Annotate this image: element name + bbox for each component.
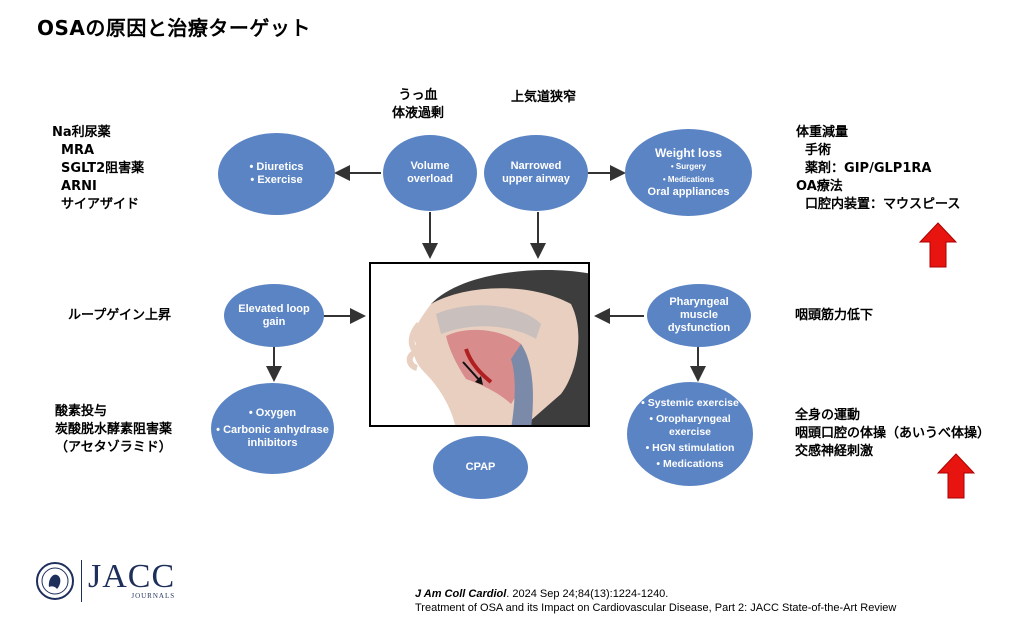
head-profile-image <box>406 269 588 425</box>
page-title: OSAの原因と治療ターゲット <box>37 16 311 40</box>
oxygen-label-block: 酸素投与 炭酸脱水酵素阻害薬 （アセタゾラミド） <box>55 404 173 455</box>
logo-sub: JOURNALS <box>131 592 176 600</box>
weight-label-block: 体重減量 手術 薬剤：GIP/GLP1RA OA療法 口腔内装置：マウスピース <box>796 125 961 212</box>
weight-loss-medications: • Medications <box>662 174 715 184</box>
pharyngeal-label: 咽頭筋力低下 <box>795 308 874 323</box>
oval-item-hgn: • HGN stimulation <box>645 442 735 454</box>
volume-label: うっ血 体液過剰 <box>392 88 445 121</box>
weight-loss-title: Weight loss <box>654 145 723 160</box>
oval-weight-loss: Weight loss • Surgery • Medications Oral… <box>625 129 752 216</box>
oval-elevated-loop-gain: Elevated loop gain <box>224 284 324 347</box>
diuretics-label-block: Na利尿薬 MRA SGLT2阻害薬 ARNI サイアザイド <box>52 125 145 212</box>
oval-systemic-exercise: • Systemic exercise • Oropharyngeal exer… <box>627 382 753 486</box>
citation: J Am Coll Cardiol. 2024 Sep 24;84(13):12… <box>415 587 896 615</box>
loop-gain-label: ループゲイン上昇 <box>68 308 171 323</box>
exercise-label-block: 全身の運動 咽頭口腔の体操（あいうべ体操） 交感神経刺激 <box>795 408 991 459</box>
oval-narrowed-airway: Narrowed upper airway <box>484 135 588 211</box>
oral-appliances: Oral appliances <box>647 185 730 198</box>
airway-illustration <box>369 262 590 427</box>
oval-cpap: CPAP <box>433 436 528 499</box>
seal-icon <box>36 562 74 600</box>
oval-item-exercise: • Exercise <box>250 174 303 186</box>
oval-oxygen-carbonic: • Oxygen • Carbonic anhydrase inhibitors <box>211 383 334 474</box>
red-up-arrow-exercise <box>937 453 975 499</box>
red-up-arrow-weight <box>919 222 957 268</box>
jacc-logo: JACC JOURNALS <box>35 560 175 602</box>
oval-diuretics-exercise: • Diuretics • Exercise <box>218 133 335 215</box>
oval-item-oropharyngeal: • Oropharyngeal exercise <box>649 413 731 438</box>
oval-volume-overload: Volume overload <box>383 135 477 211</box>
citation-article: Treatment of OSA and its Impact on Cardi… <box>415 602 897 614</box>
oval-pharyngeal-dysfunction: Pharyngeal muscle dysfunction <box>647 284 751 347</box>
logo-name: JACC <box>88 558 176 595</box>
oval-item-diuretics: • Diuretics <box>249 161 304 173</box>
oval-item-carbonic: • Carbonic anhydrase inhibitors <box>216 424 329 449</box>
oval-item-medications: • Medications <box>656 458 724 470</box>
logo-divider <box>81 560 82 602</box>
oval-item-systemic: • Systemic exercise <box>641 397 739 409</box>
airway-label: 上気道狭窄 <box>511 90 577 105</box>
citation-ref: . 2024 Sep 24;84(13):1224-1240. <box>506 588 669 600</box>
weight-loss-surgery: • Surgery <box>670 161 707 171</box>
citation-journal[interactable]: J Am Coll Cardiol <box>415 588 507 600</box>
oval-item-oxygen: • Oxygen <box>248 407 297 419</box>
